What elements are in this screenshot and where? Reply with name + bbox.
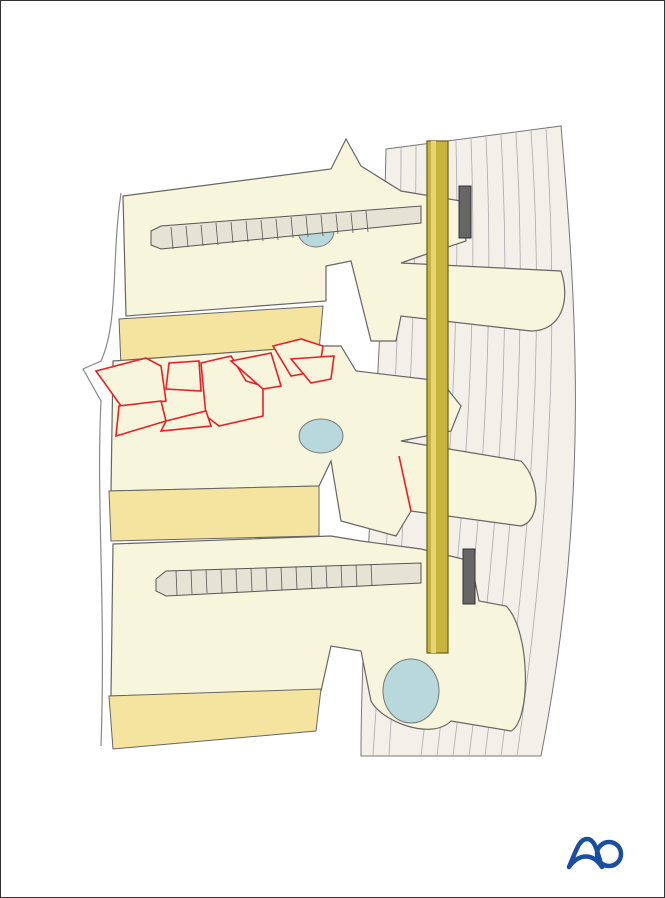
intervertebral-disc <box>108 688 322 750</box>
longitudinal-rod <box>426 140 449 654</box>
facet-joint <box>298 418 344 454</box>
screw-head <box>458 185 472 239</box>
facet-joint <box>382 658 440 724</box>
intervertebral-disc <box>108 485 320 542</box>
anterior-longitudinal-ligament <box>82 192 122 747</box>
rod-highlight <box>431 141 436 653</box>
fracture-fragments <box>94 338 412 512</box>
upper-pedicle-screw <box>150 185 472 250</box>
screw-head <box>462 548 476 605</box>
lower-pedicle-screw <box>155 548 476 605</box>
ao-logo <box>566 836 624 870</box>
